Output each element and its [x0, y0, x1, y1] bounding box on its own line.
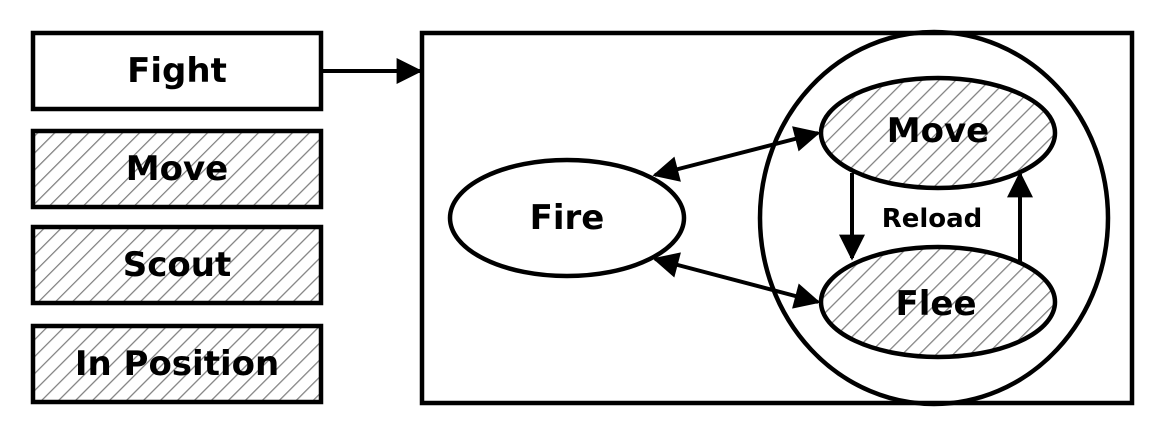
box-move-label: Move — [126, 149, 228, 189]
reload-label: Reload — [882, 204, 983, 234]
fire-move-arrow — [652, 126, 821, 182]
box-fight: Fight — [30, 30, 324, 112]
box-scout-label: Scout — [123, 245, 231, 285]
state-fire-label: Fire — [530, 198, 605, 238]
state-flee-label: Flee — [896, 284, 977, 324]
box-fight-label: Fight — [127, 51, 227, 91]
fire-flee-arrow — [652, 252, 821, 309]
movement-group-ellipse — [757, 29, 1111, 407]
box-in-position: In Position — [30, 323, 324, 405]
state-fire: Fire — [447, 157, 687, 279]
box-move: Move — [30, 128, 324, 210]
state-flee: Flee — [818, 244, 1058, 360]
state-move-label: Move — [887, 111, 989, 151]
box-in-position-label: In Position — [75, 344, 279, 384]
state-move: Move — [818, 75, 1058, 191]
box-scout: Scout — [30, 224, 324, 306]
